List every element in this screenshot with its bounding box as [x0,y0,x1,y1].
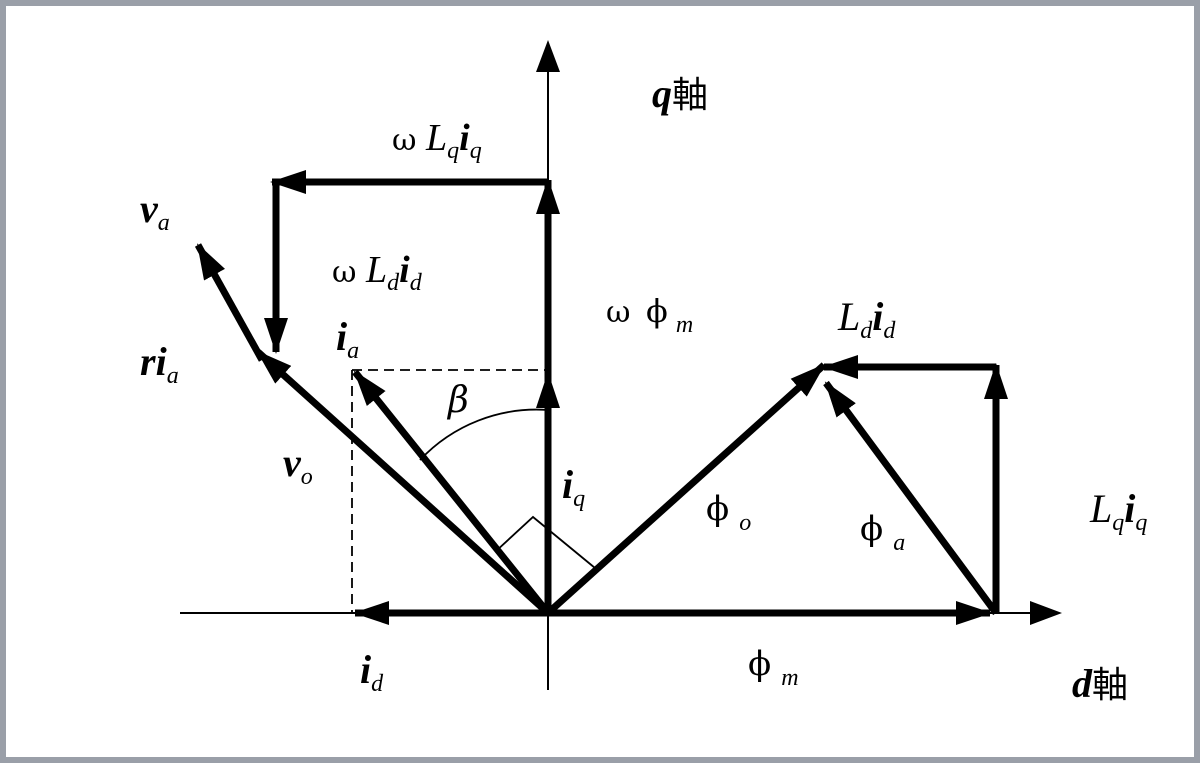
omega-ld-id-label: ω Ldid [332,249,423,296]
ia-vector [352,369,551,616]
d-axis-arrowhead [1030,601,1062,625]
ld-id-label: Ldid [837,294,896,344]
v-a-label: va [140,186,170,236]
right-angle-mark [494,515,596,569]
v-o-label: vo [283,440,313,490]
phi-o-vector [545,362,827,616]
r-i-a-label: ria [140,339,179,389]
q-axis-arrowhead [536,40,560,72]
omega-lq-iq-label: ω Lqiq [392,117,482,164]
i-q-label: iq [562,462,585,512]
q-axis-label: q軸 [652,71,708,116]
vo-vector [255,349,551,616]
beta-label: β [446,380,469,421]
i-a-label: ia [336,314,359,364]
ri-a-vector [194,243,266,362]
i-d-label: id [360,647,384,697]
phi-a-vector [823,380,999,616]
d-axis-label: d軸 [1072,661,1128,706]
beta-angle-arc [419,408,549,461]
lq-iq-label: Lqiq [1089,486,1147,536]
